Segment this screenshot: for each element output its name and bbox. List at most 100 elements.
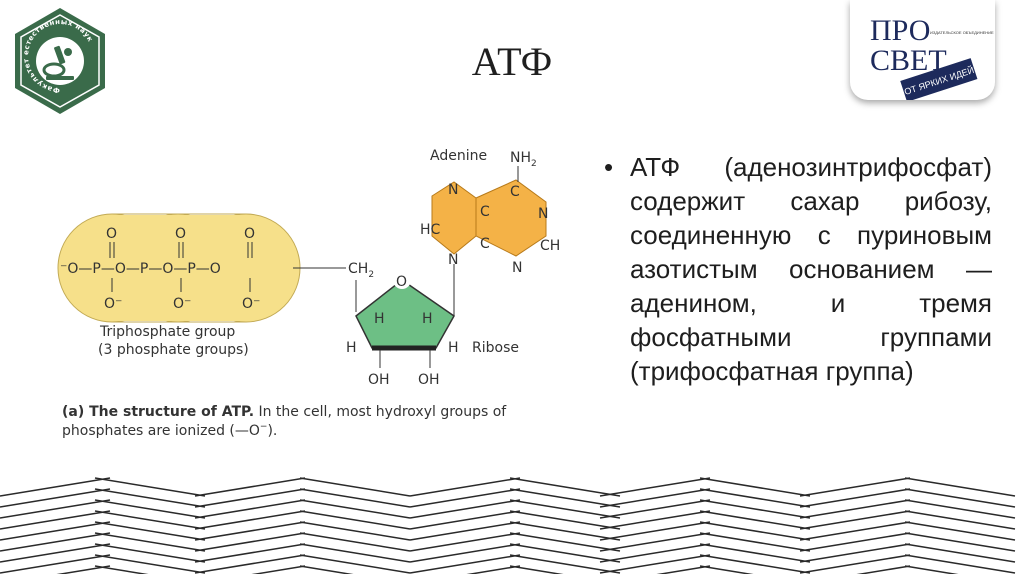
decorative-stripe [599, 532, 711, 552]
decorative-stripe [699, 532, 811, 552]
decorative-stripe [56, 565, 111, 574]
decorative-stripe [194, 488, 306, 508]
decorative-stripe [0, 499, 111, 519]
microscope-icon [42, 45, 74, 80]
decorative-stripe [699, 554, 811, 574]
decorative-stripe [799, 543, 911, 563]
decorative-stripe [699, 543, 811, 563]
triphosphate-label-2: (3 phosphate groups) [98, 342, 249, 358]
decorative-stripe [299, 510, 411, 530]
decorative-stripe [799, 510, 911, 530]
svg-text:N: N [538, 206, 548, 222]
decorative-stripe [194, 499, 306, 519]
nh2-label: NH2 [510, 150, 537, 169]
decorative-stripe [0, 532, 111, 552]
decorative-stripe [299, 543, 411, 563]
decorative-stripe [599, 521, 711, 541]
decorative-stripe [509, 477, 621, 497]
decorative-stripe [856, 565, 911, 574]
decorative-stripe [409, 532, 521, 552]
svg-text:CH: CH [540, 238, 560, 254]
publisher-logo: ПРО СВЕТ ИЗДАТЕЛЬСКОЕ ОБЪЕДИНЕНИЕ ОТ ЯРК… [850, 0, 995, 102]
decorative-stripe [904, 510, 1016, 530]
bullet-item: • АТФ (аденозинтрифосфат) содержит сахар… [604, 150, 992, 388]
decorative-stripe [599, 488, 711, 508]
decorative-stripe [0, 521, 111, 541]
decorative-stripe [94, 521, 206, 541]
decorative-stripe [599, 554, 711, 574]
svg-text:H: H [422, 311, 433, 327]
decorative-stripe [409, 543, 521, 563]
decorative-stripe [799, 521, 911, 541]
decorative-stripe [409, 488, 521, 508]
decorative-stripe [466, 565, 521, 574]
decorative-stripe [904, 543, 1016, 563]
svg-text:N: N [448, 252, 458, 268]
decorative-stripe [94, 554, 206, 574]
svg-text:OH: OH [418, 372, 440, 388]
decorative-stripe [299, 565, 354, 574]
decorative-stripe [0, 510, 111, 530]
decorative-stripe [194, 532, 306, 552]
decorative-stripe [904, 499, 1016, 519]
svg-text:C: C [480, 204, 490, 220]
publisher-logo-line1: ПРО [870, 14, 930, 47]
decorative-stripe [194, 477, 306, 497]
decorative-stripe [599, 510, 711, 530]
decorative-stripe [509, 521, 621, 541]
decorative-stripe [599, 499, 711, 519]
publisher-logo-small: ИЗДАТЕЛЬСКОЕ ОБЪЕДИНЕНИЕ [930, 30, 994, 35]
decorative-stripe [194, 543, 306, 563]
adenine-base: N HC N C C C N CH N NH2 Adenine [420, 148, 560, 276]
decorative-stripe [0, 554, 111, 574]
decorative-stripe [509, 510, 621, 530]
decorative-stripe [94, 532, 206, 552]
svg-text:⁻O—P—O—P—O—P—O: ⁻O—P—O—P—O—P—O [60, 261, 221, 277]
decorative-stripe [904, 565, 959, 574]
svg-text:O⁻: O⁻ [104, 296, 122, 312]
decorative-stripe [94, 543, 206, 563]
ch2-label: CH2 [348, 261, 374, 280]
svg-text:H: H [346, 340, 357, 356]
decorative-stripe [194, 510, 306, 530]
svg-text:C: C [510, 184, 520, 200]
decorative-stripe [904, 477, 1016, 497]
caption-line-1: (a) The structure of ATP. In the cell, m… [62, 404, 507, 420]
decorative-stripe [94, 499, 206, 519]
svg-text:H: H [374, 311, 385, 327]
decorative-stripe [699, 488, 811, 508]
decorative-stripe [509, 543, 621, 563]
svg-text:OH: OH [368, 372, 390, 388]
decorative-stripes [0, 477, 1016, 574]
decorative-stripe [699, 499, 811, 519]
decorative-stripe [299, 521, 411, 541]
decorative-stripe [699, 521, 811, 541]
bullet-text: АТФ (аденозинтрифосфат) содержит сахар р… [630, 152, 992, 386]
decorative-stripe [904, 532, 1016, 552]
decorative-stripe [251, 565, 306, 574]
svg-text:HC: HC [420, 222, 441, 238]
ribose-label: Ribose [472, 340, 519, 356]
svg-text:O⁻: O⁻ [173, 296, 191, 312]
decorative-stripe [409, 510, 521, 530]
decorative-stripe [299, 499, 411, 519]
decorative-stripe [699, 510, 811, 530]
svg-text:N: N [448, 182, 458, 198]
decorative-stripe [0, 488, 111, 508]
decorative-stripe [509, 565, 564, 574]
decorative-stripe [94, 510, 206, 530]
decorative-stripe [299, 532, 411, 552]
decorative-stripe [409, 477, 521, 497]
decorative-stripe [699, 477, 811, 497]
decorative-stripe [904, 554, 1016, 574]
decorative-stripe [509, 488, 621, 508]
decorative-stripe [94, 565, 149, 574]
svg-text:O: O [106, 226, 117, 242]
decorative-stripe [699, 565, 754, 574]
svg-text:O: O [244, 226, 255, 242]
slide-title: АТФ [471, 39, 553, 84]
decorative-stripe [799, 532, 911, 552]
